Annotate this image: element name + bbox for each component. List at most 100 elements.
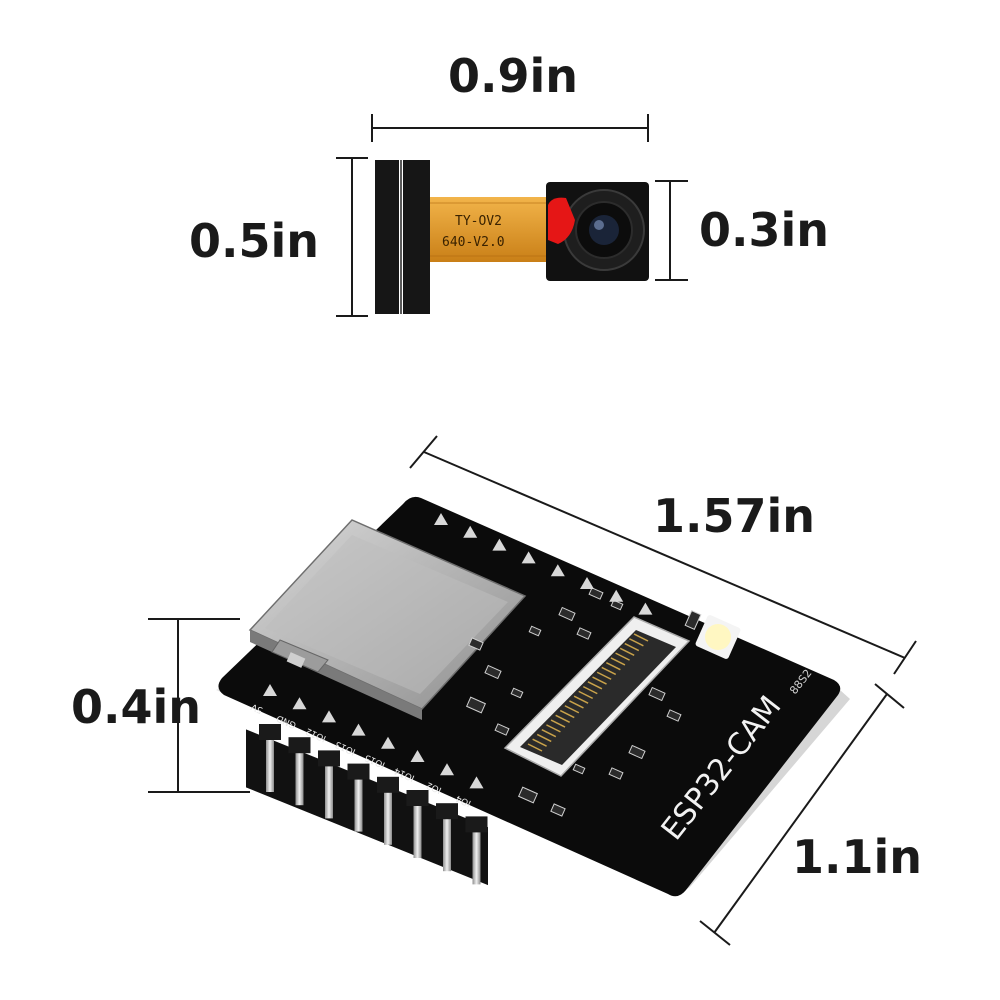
- fpc-contact: [532, 738, 547, 747]
- lens-height-label: 0.3in: [699, 203, 829, 257]
- pin-pad: [410, 750, 425, 762]
- header-pin-leg: [354, 769, 363, 832]
- flex-cable: [430, 197, 548, 262]
- pin-pad: [469, 776, 484, 789]
- pin-pad: [521, 551, 536, 564]
- fpc-contact: [555, 714, 570, 723]
- fpc-contact: [546, 724, 561, 733]
- header-pin-leg: [384, 782, 392, 845]
- fpc-contact: [569, 700, 584, 709]
- header-pin-leg: [325, 756, 333, 819]
- pin-pad: [351, 723, 366, 736]
- smd-component: [572, 763, 586, 775]
- smd-component: [628, 744, 646, 760]
- top-pin-pads: [434, 513, 653, 615]
- lens-height-dimension: 0.3in: [655, 180, 829, 281]
- camera-width-dimension: 0.9in: [371, 49, 649, 142]
- pin-pad: [292, 697, 307, 710]
- header-pin-leg: [266, 730, 274, 792]
- board-width-dimension: 1.1in: [699, 683, 922, 946]
- pin-offset-label: 0.4in: [71, 680, 201, 734]
- smd-component: [684, 609, 702, 631]
- pin-offset-dimension: 0.4in: [71, 618, 250, 793]
- smd-component: [588, 587, 604, 600]
- fpc-contact: [619, 647, 635, 657]
- camera-module: 0.9in 0.5in 0.3in TY-OV2 640-V2.0: [189, 49, 829, 317]
- smd-component: [576, 627, 592, 640]
- camera-width-label: 0.9in: [448, 49, 578, 103]
- pin-pad: [609, 589, 624, 602]
- smd-component: [550, 803, 566, 817]
- pin-pad: [440, 763, 454, 776]
- led-lens: [705, 624, 731, 650]
- fpc-contact: [629, 638, 644, 647]
- pin-pad: [322, 710, 336, 723]
- microsd-slot: [248, 519, 527, 720]
- smd-component: [484, 664, 502, 680]
- fpc-contact: [541, 728, 557, 738]
- pin-pad: [434, 513, 448, 525]
- smd-component: [558, 606, 576, 622]
- fpc-contact: [592, 676, 607, 685]
- fpc-contact: [601, 666, 617, 676]
- smd-component: [494, 723, 510, 736]
- fpc-contact: [596, 671, 612, 680]
- pin-pad: [638, 602, 653, 615]
- pin-header-block: [259, 724, 281, 740]
- flash-led: [695, 615, 741, 659]
- header-pin-leg: [413, 796, 422, 858]
- board-width-label: 1.1in: [792, 830, 922, 884]
- board-length-label: 1.57in: [653, 489, 815, 543]
- fpc-contact: [610, 657, 626, 666]
- fpc-contact: [587, 681, 603, 690]
- fpc-contact: [578, 690, 594, 700]
- fpc-contact: [536, 733, 552, 743]
- smd-component: [517, 786, 539, 804]
- camera-lens: [589, 215, 619, 245]
- smd-component: [610, 599, 624, 611]
- pin-label: 5V: [249, 701, 265, 715]
- pin-pad: [550, 564, 565, 577]
- smd-component: [528, 625, 542, 637]
- pin-header-block: [288, 737, 311, 754]
- header-pins: [246, 724, 488, 886]
- pin-header-block: [436, 803, 458, 820]
- fpc-contact: [550, 719, 566, 728]
- camera-fpc-connector: [503, 616, 691, 777]
- fpc-contact: [573, 695, 589, 704]
- fpc-contact: [633, 633, 649, 642]
- pin-header-block: [406, 790, 429, 806]
- smd-component: [510, 687, 524, 699]
- lens-protective-tab: [548, 197, 575, 244]
- pin-pad: [463, 525, 478, 538]
- smd-component: [465, 696, 487, 714]
- pin-pad: [580, 577, 594, 589]
- connector-stiffener-left: [375, 160, 399, 314]
- header-pin-leg: [472, 822, 481, 885]
- fpc-contact: [624, 642, 640, 652]
- board-length-dimension: 1.57in: [409, 435, 917, 675]
- pin-pad: [381, 736, 395, 749]
- connector-stiffener-right: [403, 160, 430, 314]
- camera-height-dimension: 0.5in: [189, 157, 368, 317]
- pin-header-block: [377, 776, 399, 793]
- header-pin-leg: [295, 743, 304, 806]
- fpc-contact: [564, 705, 580, 714]
- pin-header-block: [465, 816, 488, 833]
- pin-pad: [492, 538, 507, 551]
- flex-label-line2: 640-V2.0: [442, 235, 505, 250]
- camera-height-label: 0.5in: [189, 214, 319, 268]
- flex-label-line1: TY-OV2: [455, 214, 502, 229]
- esp32-cam-board: 1.57in 1.1in 0.4in: [71, 435, 922, 946]
- fpc-contact: [527, 743, 543, 752]
- smd-component: [468, 637, 484, 651]
- smd-components: [465, 587, 702, 817]
- smd-component: [666, 709, 682, 722]
- smd-component: [608, 767, 624, 780]
- fpc-contact: [606, 662, 621, 671]
- pin-header-plastic: [246, 729, 488, 886]
- fpc-contact: [582, 685, 598, 695]
- fpc-contact: [559, 709, 575, 719]
- header-pin-leg: [443, 809, 451, 872]
